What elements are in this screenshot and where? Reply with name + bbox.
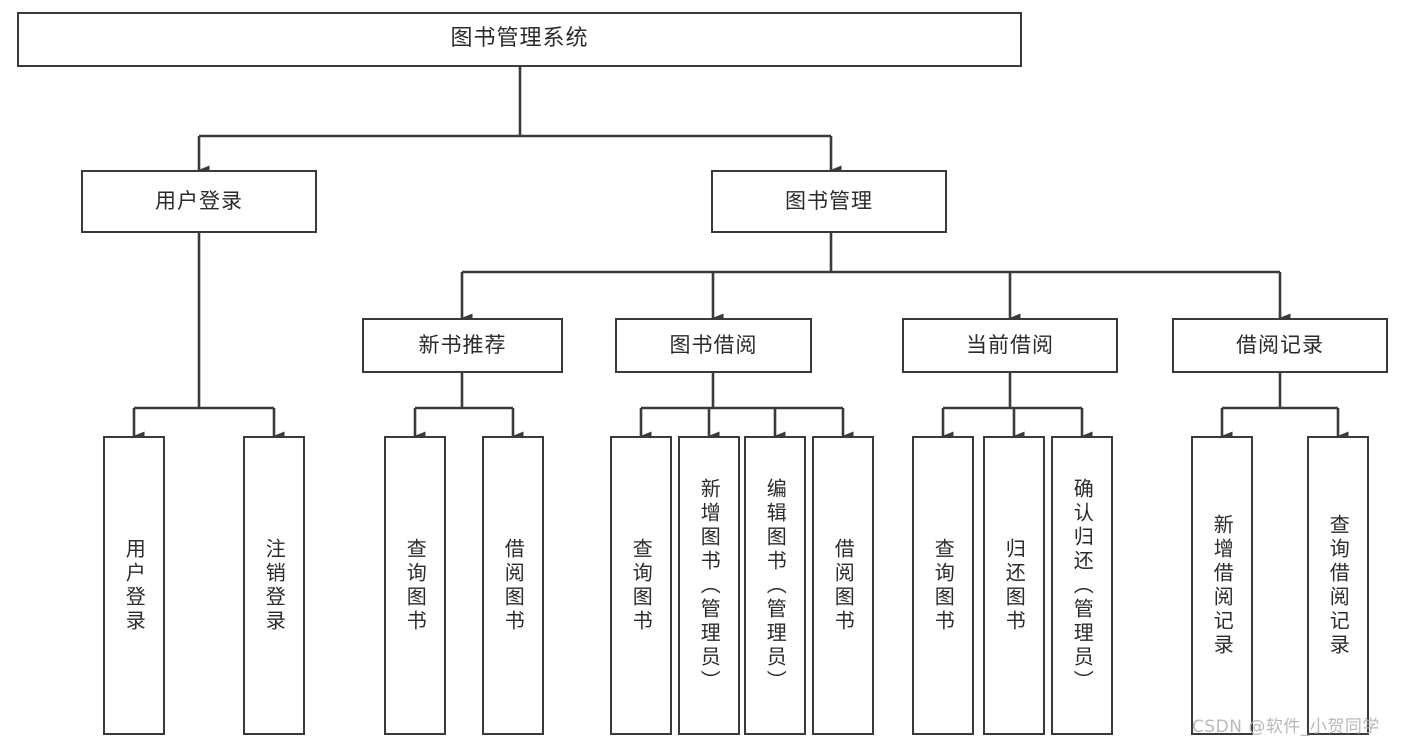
node-user-login[interactable]: 用户登录 bbox=[81, 170, 317, 233]
node-label: 图书管理 bbox=[785, 188, 873, 213]
leaf-borrow-borrow-book[interactable]: 借阅图书 bbox=[812, 436, 874, 735]
leaf-borrow-query-book[interactable]: 查询图书 bbox=[610, 436, 672, 735]
leaf-user-login-signout[interactable]: 注销登录 bbox=[243, 436, 305, 735]
node-label: 新书推荐 bbox=[418, 332, 507, 357]
node-label: 查询图书 bbox=[629, 537, 654, 634]
node-label: 新增借阅记录 bbox=[1210, 513, 1235, 658]
leaf-recommend-query-book[interactable]: 查询图书 bbox=[384, 436, 446, 735]
leaf-current-confirm-return-admin[interactable]: 确认归还（管理员） bbox=[1051, 436, 1113, 735]
node-label: 查询图书 bbox=[931, 537, 956, 634]
node-label: 归还图书 bbox=[1002, 537, 1027, 634]
node-label: 新增图书（管理员） bbox=[697, 477, 722, 694]
leaf-record-add-record[interactable]: 新增借阅记录 bbox=[1191, 436, 1253, 735]
node-label: 注销登录 bbox=[262, 537, 287, 634]
leaf-user-login-signin[interactable]: 用户登录 bbox=[103, 436, 165, 735]
node-label: 用户登录 bbox=[155, 188, 243, 213]
leaf-borrow-edit-book-admin[interactable]: 编辑图书（管理员） bbox=[744, 436, 806, 735]
node-label: 当前借阅 bbox=[966, 332, 1054, 357]
node-label: 借阅图书 bbox=[501, 537, 526, 634]
leaf-current-query-book[interactable]: 查询图书 bbox=[912, 436, 974, 735]
node-book-management[interactable]: 图书管理 bbox=[711, 170, 947, 233]
leaf-borrow-add-book-admin[interactable]: 新增图书（管理员） bbox=[678, 436, 740, 735]
node-current-borrow[interactable]: 当前借阅 bbox=[902, 318, 1118, 373]
node-label: 查询图书 bbox=[403, 537, 428, 634]
node-label: 图书借阅 bbox=[669, 332, 758, 357]
node-label: 确认归还（管理员） bbox=[1070, 477, 1095, 694]
leaf-recommend-borrow-book[interactable]: 借阅图书 bbox=[482, 436, 544, 735]
leaf-current-return-book[interactable]: 归还图书 bbox=[983, 436, 1045, 735]
node-book-borrow[interactable]: 图书借阅 bbox=[615, 318, 812, 373]
node-label: 编辑图书（管理员） bbox=[763, 477, 788, 694]
node-label: 图书管理系统 bbox=[450, 26, 589, 52]
leaf-record-query-record[interactable]: 查询借阅记录 bbox=[1307, 436, 1369, 735]
node-root-system[interactable]: 图书管理系统 bbox=[17, 12, 1022, 67]
node-new-book-recommend[interactable]: 新书推荐 bbox=[362, 318, 563, 373]
node-label: 用户登录 bbox=[122, 537, 147, 634]
node-label: 借阅图书 bbox=[831, 537, 856, 634]
node-label: 借阅记录 bbox=[1236, 332, 1324, 357]
node-borrow-record[interactable]: 借阅记录 bbox=[1172, 318, 1388, 373]
watermark: CSDN @软件_小贺同学 bbox=[1192, 717, 1380, 737]
node-label: 查询借阅记录 bbox=[1326, 513, 1351, 658]
